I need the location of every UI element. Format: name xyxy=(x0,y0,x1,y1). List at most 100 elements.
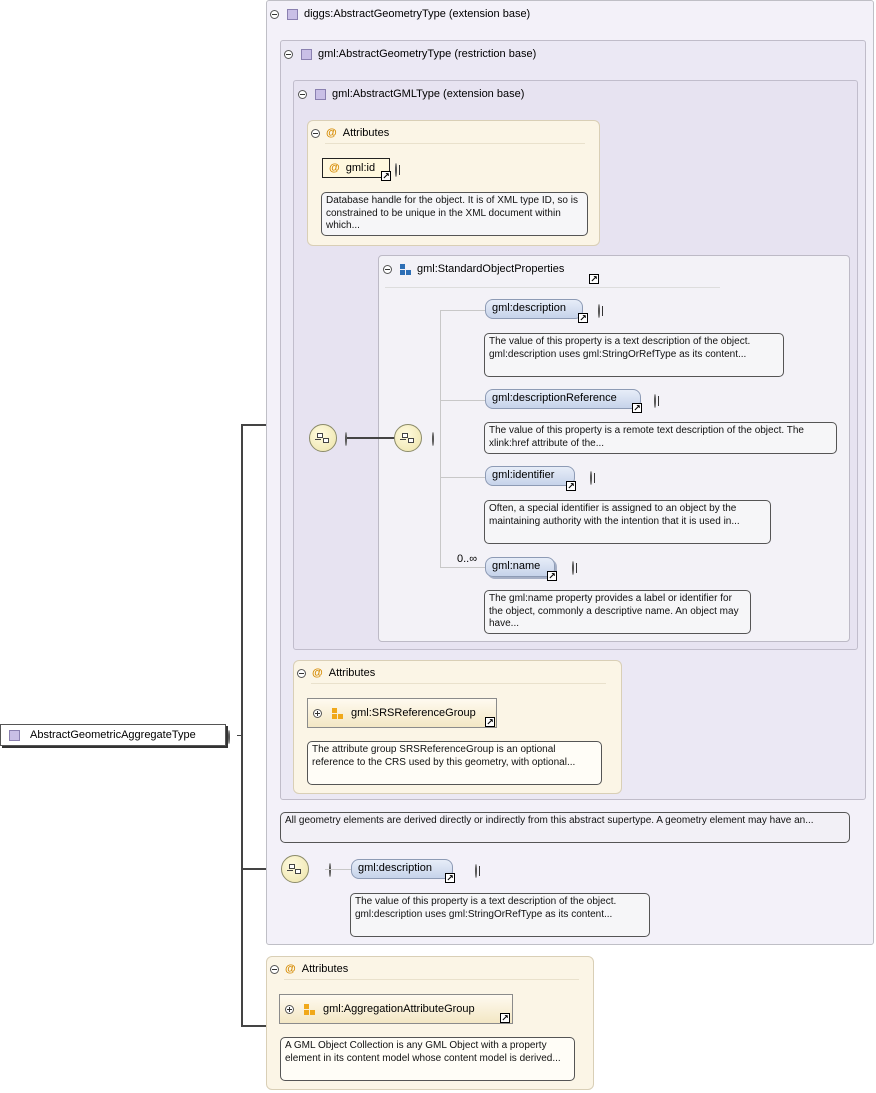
attributes-header-2: @ Attributes xyxy=(297,667,375,679)
group-icon xyxy=(332,707,343,719)
branch-line xyxy=(440,477,486,478)
group-icon xyxy=(304,1003,315,1015)
divider xyxy=(311,683,606,684)
expand-icon[interactable] xyxy=(475,864,477,878)
type3-header: gml:AbstractGMLType (extension base) xyxy=(298,88,524,100)
group-icon xyxy=(400,263,411,275)
element-gml-name[interactable]: gml:name xyxy=(485,557,555,577)
expand-icon[interactable] xyxy=(285,1004,294,1014)
gml-id-doc: Database handle for the object. It is of… xyxy=(321,192,588,236)
attribute-icon: @ xyxy=(285,963,296,975)
collapse-icon[interactable] xyxy=(311,128,320,138)
complex-type-icon xyxy=(287,8,298,20)
collapse-icon[interactable] xyxy=(270,964,279,974)
reference-arrow-icon[interactable]: ↗ xyxy=(632,403,642,413)
gml-id-attribute[interactable]: @ gml:id xyxy=(322,158,390,178)
attributes-label: Attributes xyxy=(301,963,349,975)
standard-props-label: gml:StandardObjectProperties xyxy=(417,263,565,275)
expand-icon[interactable] xyxy=(572,561,574,575)
element-gml-description-reference[interactable]: gml:descriptionReference xyxy=(485,389,641,409)
attributes-label: Attributes xyxy=(328,667,376,679)
branch-line xyxy=(440,400,486,401)
root-connector xyxy=(237,735,242,736)
abstract-geometry-doc: All geometry elements are derived direct… xyxy=(280,812,850,843)
element-doc: Often, a special identifier is assigned … xyxy=(484,500,771,544)
element-doc: The value of this property is a remote t… xyxy=(484,422,837,454)
divider xyxy=(284,979,579,980)
attribute-icon: @ xyxy=(329,162,340,174)
branch-line xyxy=(325,869,351,870)
reference-arrow-icon[interactable]: ↗ xyxy=(445,873,455,883)
element-label: gml:descriptionReference xyxy=(492,392,617,404)
attributes-header-1: @ Attributes xyxy=(311,127,389,139)
root-type-label: AbstractGeometricAggregateType xyxy=(30,729,196,741)
reference-arrow-icon[interactable]: ↗ xyxy=(381,171,391,181)
expand-icon[interactable] xyxy=(598,304,600,318)
sequence-icon[interactable] xyxy=(394,424,422,452)
type3-label: gml:AbstractGMLType (extension base) xyxy=(332,88,525,100)
seq-connector xyxy=(345,437,395,439)
trunk-top-curve xyxy=(241,424,266,426)
sequence-icon[interactable] xyxy=(281,855,309,883)
root-type-box[interactable]: AbstractGeometricAggregateType xyxy=(0,724,226,746)
element-label: gml:description xyxy=(358,862,432,874)
collapse-icon[interactable] xyxy=(228,730,230,744)
element-diggs-gml-description[interactable]: gml:description xyxy=(351,859,453,879)
element-doc: The value of this property is a text des… xyxy=(350,893,650,937)
gml-id-label: gml:id xyxy=(345,162,376,174)
standard-props-header: gml:StandardObjectProperties xyxy=(383,263,564,275)
element-gml-identifier[interactable]: gml:identifier xyxy=(485,466,575,486)
reference-arrow-icon[interactable]: ↗ xyxy=(547,571,557,581)
expand-icon[interactable] xyxy=(590,471,592,485)
attributes-header-3: @ Attributes xyxy=(270,963,348,975)
expand-icon[interactable] xyxy=(395,163,397,177)
reference-arrow-icon[interactable]: ↗ xyxy=(485,717,495,727)
collapse-icon[interactable] xyxy=(298,89,307,99)
attribute-icon: @ xyxy=(326,127,337,139)
collapse-icon[interactable] xyxy=(329,863,331,877)
reference-arrow-icon[interactable]: ↗ xyxy=(500,1013,510,1023)
trunk-line xyxy=(241,425,243,1027)
srs-group-label: gml:SRSReferenceGroup xyxy=(351,707,476,719)
aggregation-attribute-group[interactable]: gml:AggregationAttributeGroup xyxy=(279,994,513,1024)
sequence-icon[interactable] xyxy=(309,424,337,452)
expand-icon[interactable] xyxy=(313,708,322,718)
element-doc: The gml:name property provides a label o… xyxy=(484,590,751,634)
branch-line xyxy=(440,310,441,567)
collapse-icon[interactable] xyxy=(270,9,279,19)
element-label: gml:name xyxy=(492,560,541,572)
attribute-icon: @ xyxy=(312,667,323,679)
reference-arrow-icon[interactable]: ↗ xyxy=(566,481,576,491)
divider xyxy=(325,143,585,144)
branch-line xyxy=(440,567,486,568)
aggregation-group-label: gml:AggregationAttributeGroup xyxy=(323,1003,475,1015)
srs-group-doc: The attribute group SRSReferenceGroup is… xyxy=(307,741,602,785)
element-gml-description[interactable]: gml:description xyxy=(485,299,583,319)
srs-reference-group[interactable]: gml:SRSReferenceGroup xyxy=(307,698,497,728)
expand-icon[interactable] xyxy=(654,394,656,408)
branch-line xyxy=(440,310,486,311)
trunk-mid-branch xyxy=(241,868,281,870)
reference-arrow-icon[interactable]: ↗ xyxy=(578,313,588,323)
element-doc: The value of this property is a text des… xyxy=(484,333,784,377)
trunk-bottom-branch xyxy=(241,1025,266,1027)
divider xyxy=(385,287,720,288)
collapse-icon[interactable] xyxy=(383,264,392,274)
collapse-icon[interactable] xyxy=(284,49,293,59)
collapse-icon[interactable] xyxy=(432,432,434,446)
complex-type-icon xyxy=(301,48,312,60)
cardinality-label: 0..∞ xyxy=(457,553,478,565)
element-label: gml:description xyxy=(492,302,566,314)
type1-label: diggs:AbstractGeometryType (extension ba… xyxy=(304,8,531,20)
element-label: gml:identifier xyxy=(492,469,555,481)
complex-type-icon xyxy=(315,88,326,100)
complex-type-icon xyxy=(9,729,20,741)
reference-arrow-icon[interactable]: ↗ xyxy=(589,274,599,284)
collapse-icon[interactable] xyxy=(297,668,306,678)
attributes-label: Attributes xyxy=(342,127,390,139)
type2-header: gml:AbstractGeometryType (restriction ba… xyxy=(284,48,536,60)
type2-label: gml:AbstractGeometryType (restriction ba… xyxy=(318,48,537,60)
collapse-icon[interactable] xyxy=(345,432,347,446)
aggregation-group-doc: A GML Object Collection is any GML Objec… xyxy=(280,1037,575,1081)
type1-header: diggs:AbstractGeometryType (extension ba… xyxy=(270,8,530,20)
